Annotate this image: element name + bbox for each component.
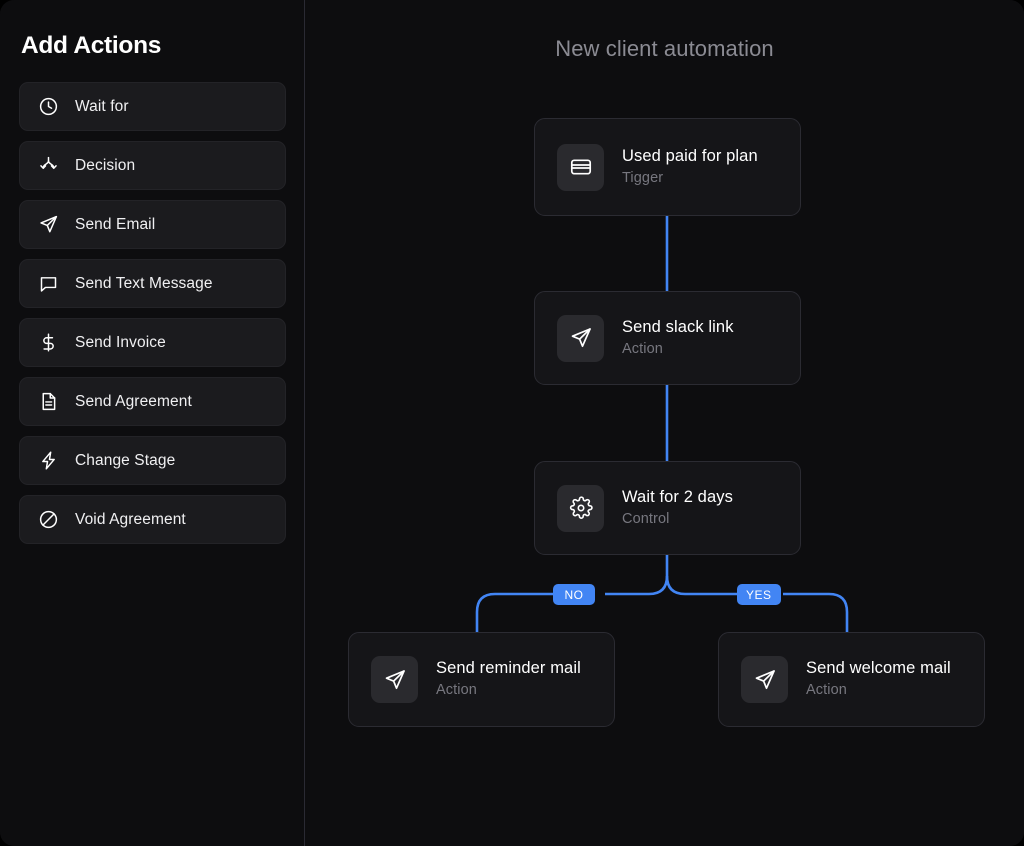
sidebar-item-label: Send Email: [75, 215, 156, 233]
flow-node-text: Wait for 2 days Control: [622, 488, 733, 528]
sidebar-title: Add Actions: [21, 32, 162, 59]
flow-node-title: Send slack link: [622, 317, 734, 336]
flow-node-subtitle: Action: [436, 682, 477, 699]
flow-node-subtitle: Control: [622, 510, 670, 527]
sidebar-item-label: Change Stage: [75, 451, 176, 469]
sidebar-item-send-agreement[interactable]: Send Agreement: [19, 377, 286, 427]
chat-bubble-icon: [37, 273, 59, 295]
sidebar-item-send-text-message[interactable]: Send Text Message: [19, 259, 286, 309]
branch-badge-yes[interactable]: YES: [737, 584, 781, 605]
edge-wait-to-split: [605, 555, 669, 596]
prohibition-icon: [37, 509, 59, 531]
flow-node-subtitle: Tigger: [622, 169, 664, 186]
dollar-sign-icon: [37, 332, 59, 354]
flow-node-title: Send welcome mail: [806, 659, 951, 678]
flow-node-subtitle: Action: [622, 340, 663, 357]
flow-node-text: Send reminder mail Action: [436, 659, 581, 699]
edge-split-right: [665, 575, 737, 596]
flow-canvas[interactable]: New client automation: [305, 0, 1024, 846]
flow-node-wait-for-2-days[interactable]: Wait for 2 days Control: [534, 461, 801, 555]
sidebar-item-label: Send Text Message: [75, 274, 213, 292]
document-icon: [37, 391, 59, 413]
page-title: New client automation: [555, 36, 774, 61]
flow-node-text: Send slack link Action: [622, 318, 734, 358]
flow-node-send-reminder-mail[interactable]: Send reminder mail Action: [348, 632, 615, 727]
clock-icon: [37, 96, 59, 118]
edge-no-to-reminder: [475, 592, 553, 632]
flow-node-subtitle: Action: [806, 682, 847, 699]
flow-node-text: Send welcome mail Action: [806, 659, 951, 699]
sidebar-divider: [304, 0, 305, 846]
sidebar-item-label: Send Agreement: [75, 392, 192, 410]
sidebar-item-wait-for[interactable]: Wait for: [19, 82, 286, 132]
sidebar-item-decision[interactable]: Decision: [19, 141, 286, 191]
flow-node-title: Used paid for plan: [622, 146, 758, 165]
edge-yes-to-welcome: [783, 592, 849, 632]
decision-split-icon: [37, 155, 59, 177]
sidebar-item-change-stage[interactable]: Change Stage: [19, 436, 286, 486]
branch-badge-no[interactable]: NO: [553, 584, 595, 605]
paper-plane-icon: [371, 656, 418, 703]
sidebar-item-send-email[interactable]: Send Email: [19, 200, 286, 250]
paper-plane-icon: [557, 314, 604, 362]
sidebar-item-label: Send Invoice: [75, 333, 166, 351]
paper-plane-icon: [37, 214, 59, 236]
sidebar-item-label: Decision: [75, 156, 136, 174]
gear-icon: [557, 484, 604, 532]
flow-node-send-slack-link[interactable]: Send slack link Action: [534, 291, 801, 385]
flow-node-trigger[interactable]: Used paid for plan Tigger: [534, 118, 801, 216]
sidebar-item-void-agreement[interactable]: Void Agreement: [19, 495, 286, 545]
action-list: Wait for Decision: [19, 82, 286, 545]
sidebar-item-label: Void Agreement: [75, 510, 186, 528]
sidebar-item-label: Wait for: [75, 97, 129, 115]
sidebar: Add Actions Wait for: [0, 0, 305, 846]
lightning-bolt-icon: [37, 450, 59, 472]
flow-node-text: Used paid for plan Tigger: [622, 147, 758, 187]
flow-node-title: Wait for 2 days: [622, 487, 733, 506]
flow-node-send-welcome-mail[interactable]: Send welcome mail Action: [718, 632, 985, 727]
paper-plane-icon: [741, 656, 788, 703]
sidebar-item-send-invoice[interactable]: Send Invoice: [19, 318, 286, 368]
credit-card-icon: [557, 143, 604, 191]
flow-node-title: Send reminder mail: [436, 659, 581, 678]
